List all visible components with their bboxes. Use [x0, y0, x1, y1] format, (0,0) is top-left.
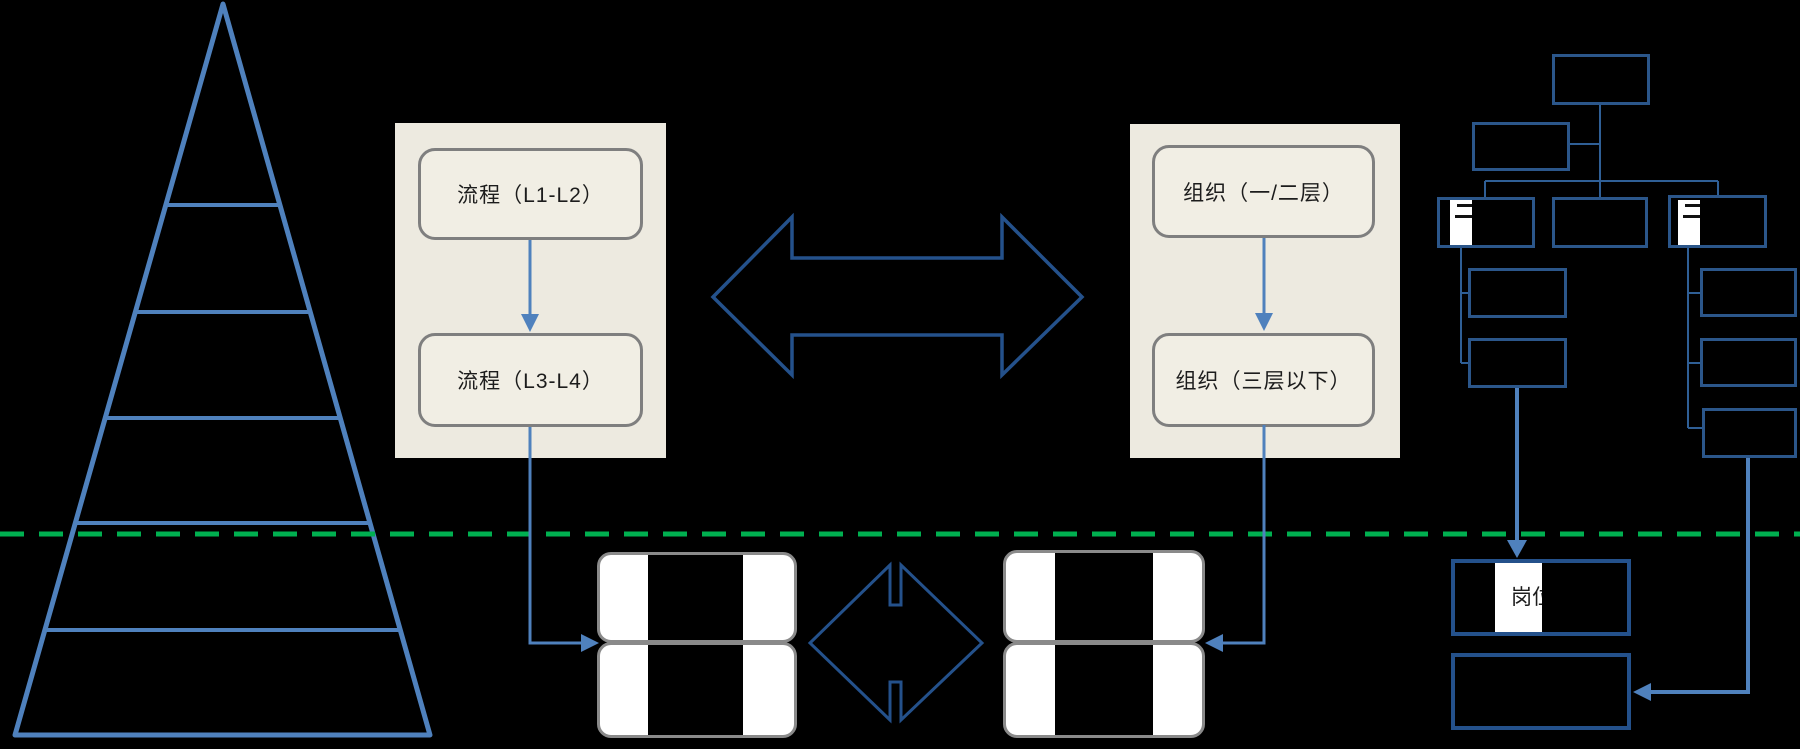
orgchart-level3-left-box	[1437, 197, 1535, 248]
orgchart-right-child-box-3	[1702, 408, 1797, 458]
process-l3-l4-label: 流程（L3-L4）	[457, 370, 604, 393]
pyramid-outline	[12, 1, 433, 738]
card-black-band	[1055, 645, 1153, 735]
orgchart-left-child-box-2	[1468, 338, 1567, 388]
orgchart-level2-box	[1472, 122, 1570, 171]
arrowhead-right-icon	[581, 634, 599, 652]
orgchart-right-child-box-2	[1700, 338, 1797, 387]
process-l1-l2-label: 流程（L1-L2）	[457, 184, 604, 207]
process-l3-l4-box: 流程（L3-L4）	[418, 333, 643, 427]
post-label: 岗位	[1511, 586, 1542, 609]
orgchart-level3-middle-box	[1552, 197, 1648, 248]
process-card-bottom-left	[597, 642, 797, 738]
orgchart-to-post-detail-elbow-arrow	[1651, 458, 1750, 694]
card-double-arrow-icon	[807, 561, 985, 724]
org-tier3-label: 组织（三层以下）	[1175, 370, 1352, 393]
process-card-top-left	[597, 552, 797, 643]
org-tier3-box: 组织（三层以下）	[1152, 333, 1375, 427]
org-label-strip	[1450, 200, 1472, 245]
org-tier12-box: 组织（一/二层）	[1152, 145, 1375, 238]
org-tier12-label: 组织（一/二层）	[1183, 181, 1344, 205]
arrowhead-down-icon	[1507, 540, 1527, 558]
clipped-glyph-fragment	[1685, 204, 1700, 207]
card-black-band	[1055, 553, 1153, 640]
org-card-top-right	[1003, 550, 1205, 643]
organization-panel: 组织（一/二层） 组织（三层以下）	[1130, 124, 1400, 458]
orgchart-right-child-box-1	[1700, 268, 1797, 317]
process-org-double-arrow-icon	[710, 212, 1085, 380]
post-detail-box	[1451, 653, 1631, 730]
process-to-card-elbow-arrow	[528, 427, 583, 645]
arrowhead-left-icon	[1205, 634, 1223, 652]
post-box: 岗位	[1451, 559, 1631, 636]
clipped-glyph-fragment	[1457, 204, 1472, 207]
orgchart-level3-right-box	[1668, 195, 1767, 248]
card-black-band	[648, 555, 743, 640]
arrowhead-left-icon	[1633, 683, 1651, 701]
post-label-strip: 岗位	[1495, 563, 1542, 632]
card-black-band	[648, 645, 743, 735]
clipped-glyph-fragment	[1683, 215, 1700, 218]
orgchart-left-child-box-1	[1468, 268, 1567, 318]
orgchart-top-box	[1552, 54, 1650, 105]
org-card-bottom-right	[1003, 642, 1205, 738]
clipped-glyph-fragment	[1455, 215, 1472, 218]
process-l1-l2-box: 流程（L1-L2）	[418, 148, 643, 240]
process-panel: 流程（L1-L2） 流程（L3-L4）	[395, 123, 666, 458]
org-label-strip	[1678, 200, 1700, 245]
